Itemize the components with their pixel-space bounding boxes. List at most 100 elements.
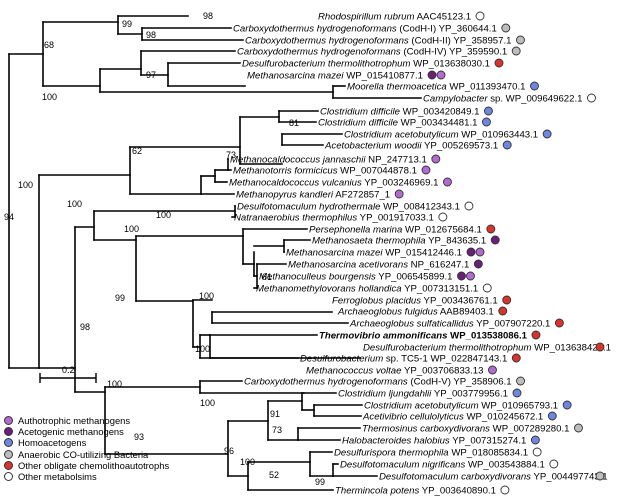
species-name: Desulfurobacterium thermolithotrophum (363, 343, 532, 354)
leaf-label: Methanococcus voltae YP_003706833.13 (306, 366, 483, 377)
leaf-dot-icon (574, 423, 583, 433)
leaf-label: Desulfotomaculum carboxydivorans YP_0044… (379, 472, 608, 483)
leaf-label: Methanopyrus kandleri AF272857_1 (236, 190, 390, 201)
species-name: Desulfurobacterium (300, 354, 383, 365)
species-name: Acetobacterium woodii (324, 141, 422, 152)
leaf-dot-icon (427, 70, 437, 80)
leaf-dot-icon (475, 11, 485, 21)
accession: WP_012675684.1 (402, 225, 481, 236)
species-name: Clostridium difficile (320, 107, 400, 118)
accession: sp. TC5-1 WP_022847143.1 (383, 354, 507, 365)
species-name: Rhodospirillum rubrum (318, 12, 415, 23)
leaf-dot-icon (482, 283, 492, 293)
bootstrap-value: 73 (226, 150, 236, 160)
legend-item-chemolitho: Other obligate chemolithoautotrophs (4, 460, 264, 471)
leaf-dot-icon (464, 201, 474, 211)
accession: YP_001917033.1 (357, 213, 434, 224)
leaf-dot-icon (511, 46, 521, 56)
leaf-label: Archaeoglobus sulfaticallidus YP_0079072… (349, 319, 550, 330)
leaf-label: Thermosinus carboxydivorans WP_007289280… (362, 424, 569, 435)
leaf-label: Persephonella marina WP_012675684.1 (309, 225, 482, 236)
leaf-dot-icon (431, 154, 441, 164)
leaf-dot-icon (516, 35, 525, 45)
leaf-dot-icon (475, 247, 485, 257)
leaf-label: Thermincola potens YP_003640890.1 (335, 486, 496, 497)
leaf-label: Ferroglobus placidus YP_003436761.1 (332, 296, 498, 307)
leaf-label: Clostridium difficile WP_003420849.1 (320, 107, 479, 118)
accession: WP_010965793.1 (479, 401, 558, 412)
leaf-label: Campylobacter sp. WP_009649622.1 (423, 94, 582, 105)
legend-label: Other metabolsims (18, 470, 97, 482)
leaf-dot-icon (488, 365, 497, 375)
leaf-dot-icon (490, 235, 500, 245)
bootstrap-value: 98 (146, 30, 156, 40)
leaf-dot-icon (436, 70, 446, 80)
leaf-dot-icon (438, 212, 448, 222)
accession: WP_010963443.1 (459, 130, 538, 141)
leaf-label: Desulfotomaculum nigrificans WP_00354388… (340, 460, 545, 471)
accession: WP_018085834.1 (449, 448, 528, 459)
legend-item-autotrophic: Authotrophic methanogens (4, 415, 264, 426)
legend-dot-icon (4, 449, 13, 459)
species-name: Methanococcus voltae (306, 366, 401, 377)
leaf-dot-icon (486, 224, 496, 234)
accession: YP_007907220.1 (474, 319, 551, 330)
species-name: Carboxydothermus hydrogenoformans (244, 377, 408, 388)
leaf-dot-icon (595, 342, 605, 352)
species-name: Methanosarcina mazei (247, 71, 344, 82)
bootstrap-value: 99 (315, 477, 325, 487)
leaf-dot-icon (502, 140, 512, 150)
leaf-label: Acetivibrio cellulolyticus WP_010245672.… (362, 412, 543, 423)
leaf-dot-icon (473, 259, 483, 269)
species-name: Methanocaldococcus vulcanius (229, 178, 362, 189)
accession: YP_004497743.1 (531, 472, 608, 483)
leaf-label: Moorella thermoacetica WP_011393470.1 (347, 82, 525, 93)
accession: AF272857_1 (333, 190, 390, 201)
species-name: Natranaerobius thermophilus (234, 213, 357, 224)
species-name: Methanotorris formicicus (233, 166, 338, 177)
leaf-label: Thermovibrio ammonificans WP_013538086.1 (319, 331, 528, 342)
leaf-dot-icon (547, 411, 557, 421)
leaf-label: Desulfurobacterium thermolithotrophum WP… (242, 59, 490, 70)
species-name: Methanoculleus bourgensis (259, 272, 376, 283)
leaf-label: Desulfotomaculum hydrothermale WP_008412… (237, 202, 460, 213)
bootstrap-value: 81 (289, 118, 299, 128)
species-name: Thermovibrio ammonificans (319, 331, 447, 342)
leaf-label: Methanocaldococcus vulcanius YP_00324696… (229, 178, 438, 189)
leaf-label: Archaeoglobus fulgidus AAB89403.1 (337, 307, 494, 318)
legend-item-homoacetogens: Homoacetogens (4, 437, 264, 448)
accession: WP_013638030.1 (411, 59, 490, 70)
species-name: Carboxydothermus hydrogenoformans (237, 47, 401, 58)
accession: WP_003434481.1 (398, 118, 477, 129)
leaf-dot-icon (595, 471, 605, 481)
leaf-dot-icon (516, 376, 525, 386)
leaf-label: Methanocaldococcus jannaschii NP_247713.… (230, 155, 427, 166)
legend-label: Acetogenic methanogens (18, 426, 124, 438)
legend-dot-icon (4, 472, 13, 482)
bootstrap-value: 94 (4, 212, 14, 222)
leaf-dot-icon (466, 247, 476, 257)
leaf-label: Methanosarcina mazei WP_015410877.1 (247, 71, 423, 82)
leaf-dot-icon (531, 330, 541, 340)
bootstrap-value: 61 (262, 272, 272, 282)
accession: (CodH-I) YP_360644.1 (397, 24, 497, 35)
legend-item-anaerobic-co: Anaerobic CO-utilizing Bacteria (4, 449, 264, 460)
leaf-dot-icon (554, 318, 564, 328)
leaf-dot-icon (394, 189, 404, 199)
accession: YP_005269573.1 (422, 141, 499, 152)
legend-label: Other obligate chemolithoautotrophs (18, 459, 170, 471)
leaf-dot-icon (502, 295, 512, 305)
species-name: Clostridium acetobutylicum (364, 401, 479, 412)
species-name: Methanopyrus kandleri (236, 190, 334, 201)
leaf-label: Desulfurobacterium thermolithotrophum WP… (363, 343, 611, 354)
accession: WP_003543884.1 (465, 460, 544, 471)
legend-dot-icon (4, 416, 13, 426)
species-name: Ferroglobus placidus (332, 296, 421, 307)
accession: WP_007289280.1 (490, 424, 569, 435)
accession: YP_843635.1 (426, 236, 487, 247)
accession: WP_013638427.1 (532, 343, 611, 354)
leaf-label: Methanotorris formicicus WP_007044878.1 (233, 166, 417, 177)
bootstrap-value: 100 (42, 92, 57, 102)
species-name: Halobacteroides halobius (342, 436, 450, 447)
leaf-label: Acetobacterium woodii YP_005269573.1 (324, 141, 498, 152)
